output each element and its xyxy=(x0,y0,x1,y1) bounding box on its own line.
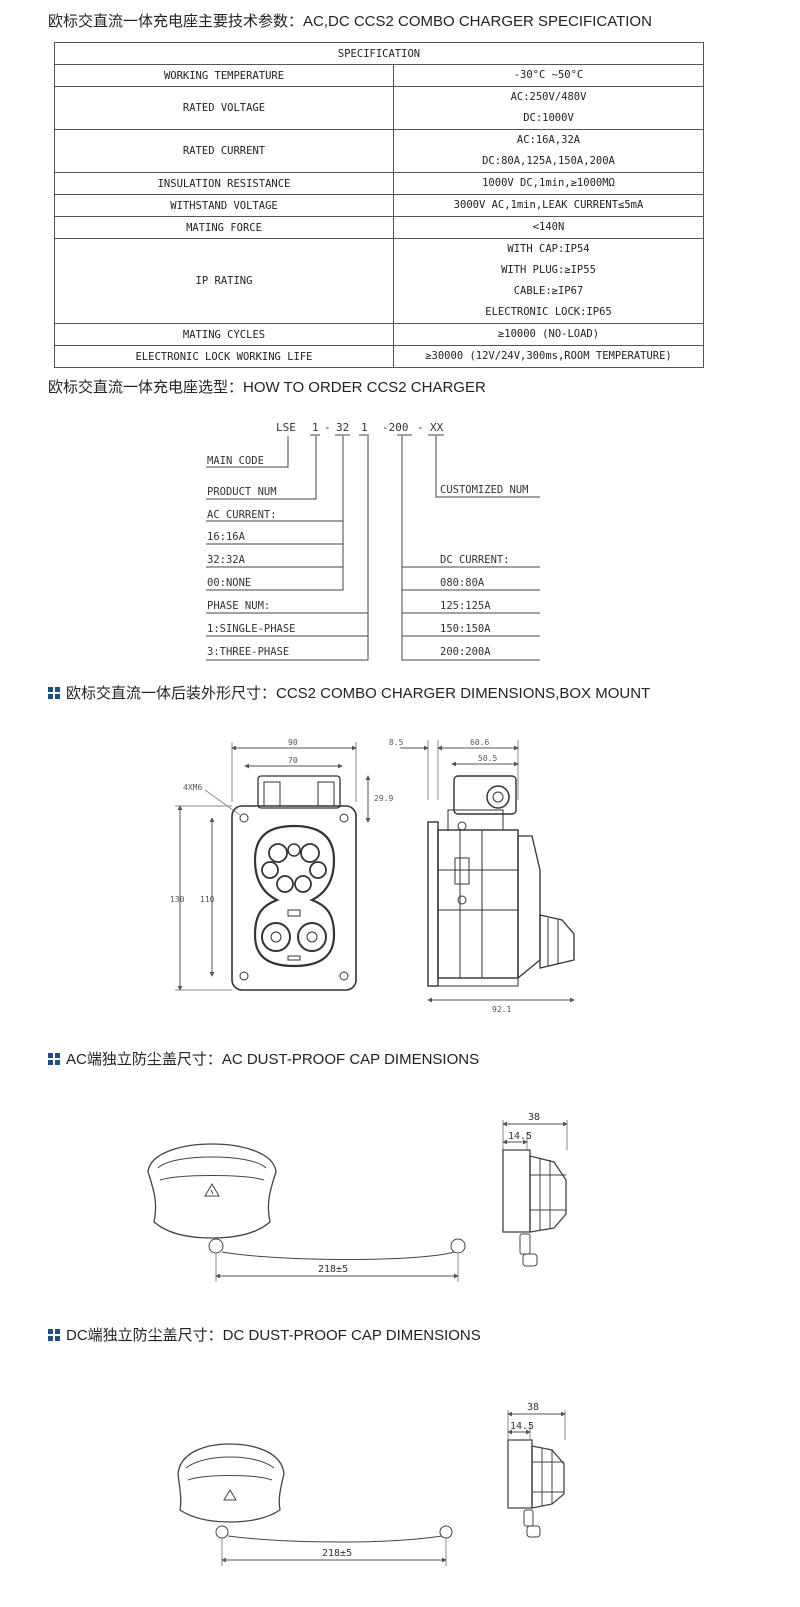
spec-param: INSULATION RESISTANCE xyxy=(54,172,394,195)
spec-param: ELECTRONIC LOCK WORKING LIFE xyxy=(54,345,394,368)
ac-cap-heading: AC端独立防尘盖尺寸：AC DUST-PROOF CAP DIMENSIONS xyxy=(48,1048,479,1069)
spec-param: WITHSTAND VOLTAGE xyxy=(54,194,394,217)
spec-value-line: WITH PLUG:≥IP55 xyxy=(501,264,596,276)
spec-value-line: <140N xyxy=(532,221,565,233)
dc-current-option: 080:80A xyxy=(440,577,485,589)
table-row: ELECTRONIC LOCK WORKING LIFE ≥30000 (12V… xyxy=(54,345,704,368)
spec-value: ≥30000 (12V/24V,300ms,ROOM TEMPERATURE) xyxy=(393,345,704,368)
dc-current-option: 200:200A xyxy=(440,646,491,658)
spec-value: AC:16A,32A DC:80A,125A,150A,200A xyxy=(393,129,704,173)
order-heading: 欧标交直流一体充电座选型：HOW TO ORDER CCS2 CHARGER xyxy=(48,379,486,396)
spec-value-line: CABLE:≥IP67 xyxy=(513,285,584,297)
spec-value-line: ≥10000 (NO-LOAD) xyxy=(497,328,600,340)
spec-param: IP RATING xyxy=(54,238,394,324)
spec-value-line: -30°C ~50°C xyxy=(513,69,584,81)
table-row: MATING FORCE <140N xyxy=(54,216,704,239)
code-part-lse: LSE xyxy=(276,421,296,434)
spec-value-line: DC:80A,125A,150A,200A xyxy=(482,155,615,167)
spec-value: 1000V DC,1min,≥1000MΩ xyxy=(393,172,704,195)
spec-heading: 欧标交直流一体充电座主要技术参数：AC,DC CCS2 COMBO CHARGE… xyxy=(48,13,652,30)
dc-cap-dim-38: 38 xyxy=(527,1402,539,1413)
main-code-label: MAIN CODE xyxy=(207,455,264,467)
spec-value: AC:250V/480V DC:1000V xyxy=(393,86,704,130)
dim-8-5: 8.5 xyxy=(389,738,404,747)
dim-130: 130 xyxy=(170,895,185,904)
dc-cap-heading: DC端独立防尘盖尺寸：DC DUST-PROOF CAP DIMENSIONS xyxy=(48,1324,481,1345)
ac-cap-dim-218: 218±5 xyxy=(318,1264,348,1275)
dim-50-5: 50.5 xyxy=(478,754,497,763)
dc-current-option: 150:150A xyxy=(440,623,491,635)
spec-value-line: 1000V DC,1min,≥1000MΩ xyxy=(482,177,615,189)
code-part-dash: - xyxy=(417,421,424,434)
square-bullet-icon xyxy=(48,687,60,699)
dim-29-9: 29.9 xyxy=(374,794,393,803)
spec-value-line: AC:250V/480V xyxy=(510,91,587,103)
dc-current-label: DC CURRENT: xyxy=(440,554,510,566)
table-row: WITHSTAND VOLTAGE 3000V AC,1min,LEAK CUR… xyxy=(54,194,704,217)
dc-cap-heading-text: DC端独立防尘盖尺寸：DC DUST-PROOF CAP DIMENSIONS xyxy=(66,1327,481,1344)
product-num-label: PRODUCT NUM xyxy=(207,486,277,498)
table-row: INSULATION RESISTANCE 1000V DC,1min,≥100… xyxy=(54,172,704,195)
front-view-drawing xyxy=(175,742,371,991)
dim-70: 70 xyxy=(288,756,298,765)
square-bullet-icon xyxy=(48,1329,60,1341)
dimensions-heading-text: 欧标交直流一体后装外形尺寸：CCS2 COMBO CHARGER DIMENSI… xyxy=(66,685,651,702)
code-part-custom: XX xyxy=(430,421,444,434)
spec-value-line: 3000V AC,1min,LEAK CURRENT≤5mA xyxy=(453,199,644,211)
square-bullet-icon xyxy=(48,1053,60,1065)
code-part-dash: - xyxy=(324,421,331,434)
dc-cap-dim-14-5: 14.5 xyxy=(510,1421,534,1432)
ac-cap-heading-text: AC端独立防尘盖尺寸：AC DUST-PROOF CAP DIMENSIONS xyxy=(66,1051,480,1068)
dimensions-heading: 欧标交直流一体后装外形尺寸：CCS2 COMBO CHARGER DIMENSI… xyxy=(48,682,650,703)
phase-num-label: PHASE NUM: xyxy=(207,600,270,612)
phase-num-option: 3:THREE-PHASE xyxy=(207,646,289,658)
dim-110: 110 xyxy=(200,895,215,904)
ac-current-option: 00:NONE xyxy=(207,577,251,589)
spec-value-line: ≥30000 (12V/24V,300ms,ROOM TEMPERATURE) xyxy=(425,350,672,362)
spec-value-line: DC:1000V xyxy=(523,112,574,124)
ac-current-label: AC CURRENT: xyxy=(207,509,277,521)
side-view-drawing xyxy=(400,740,575,1003)
code-part-dc: -200 xyxy=(382,421,409,434)
dim-92-1: 92.1 xyxy=(492,1005,511,1014)
code-part-ac: 32 xyxy=(336,421,349,434)
dc-cap-dim-218: 218±5 xyxy=(322,1548,352,1559)
code-leader-lines xyxy=(206,434,540,661)
dc-current-option: 125:125A xyxy=(440,600,491,612)
spec-param: WORKING TEMPERATURE xyxy=(54,64,394,87)
ac-current-option: 32:32A xyxy=(207,554,246,566)
spec-table: SPECIFICATION WORKING TEMPERATURE -30°C … xyxy=(54,42,704,368)
spec-param: MATING FORCE xyxy=(54,216,394,239)
table-row: WORKING TEMPERATURE -30°C ~50°C xyxy=(54,64,704,87)
code-part-product: 1 xyxy=(312,421,319,434)
code-part-phase: 1 xyxy=(361,421,368,434)
ac-cap-dim-38: 38 xyxy=(528,1112,540,1123)
order-code-diagram: LSE 1 - 32 1 -200 - XX MAIN CODE PRODUCT… xyxy=(206,421,540,661)
spec-value-line: ELECTRONIC LOCK:IP65 xyxy=(485,306,612,318)
dim-90: 90 xyxy=(288,738,298,747)
ac-current-option: 16:16A xyxy=(207,531,246,543)
dc-cap-drawing xyxy=(177,1410,566,1566)
spec-value: 3000V AC,1min,LEAK CURRENT≤5mA xyxy=(393,194,704,217)
phase-num-option: 1:SINGLE-PHASE xyxy=(207,623,296,635)
ac-cap-dim-14-5: 14.5 xyxy=(508,1131,532,1142)
dim-60-6: 60.6 xyxy=(470,738,489,747)
spec-value-line: AC:16A,32A xyxy=(516,134,581,146)
ac-cap-drawing xyxy=(147,1120,568,1282)
dim-4xm6: 4XM6 xyxy=(183,783,202,792)
spec-value-line: WITH CAP:IP54 xyxy=(507,243,590,255)
customized-num-label: CUSTOMIZED NUM xyxy=(440,484,529,496)
